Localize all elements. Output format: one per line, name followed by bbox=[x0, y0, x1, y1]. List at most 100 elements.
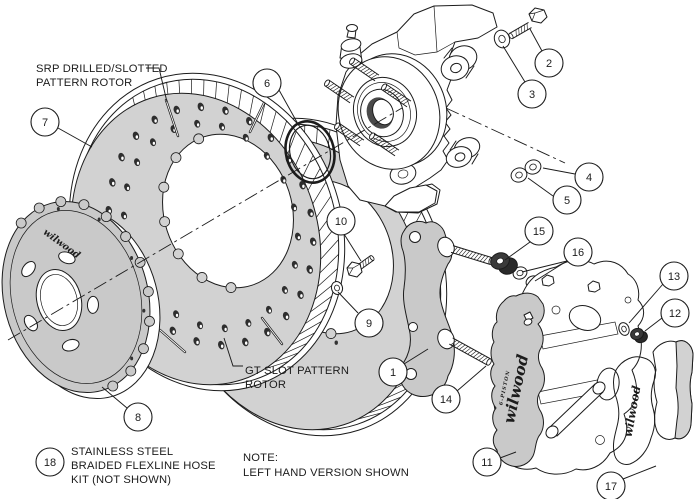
caliper-outer-plate bbox=[490, 292, 545, 467]
hub-assembly bbox=[324, 53, 448, 170]
legend-line: BRAIDED FLEXLINE HOSE bbox=[71, 460, 216, 472]
callout-leader bbox=[542, 167, 576, 175]
callout-leader bbox=[628, 283, 664, 324]
o-ring-outer bbox=[284, 120, 336, 184]
o-ring bbox=[284, 120, 336, 184]
srp-rotor-scalloped-edge bbox=[158, 133, 237, 293]
callout-circle bbox=[378, 357, 408, 387]
callout-18: 18 bbox=[35, 447, 65, 477]
callout-4: 4 bbox=[542, 162, 604, 192]
callout-7: 7 bbox=[30, 107, 93, 148]
callout-circle bbox=[252, 68, 282, 98]
callout-circle bbox=[517, 79, 547, 109]
callout-circle bbox=[524, 216, 554, 246]
steering-knuckle bbox=[324, 4, 498, 214]
caliper-bridge-bolt-2 bbox=[587, 280, 601, 293]
callout-number: 3 bbox=[529, 89, 535, 101]
callout-circle bbox=[660, 298, 690, 328]
legend-line: STAINLESS STEEL bbox=[71, 446, 173, 458]
callout-circle bbox=[596, 471, 626, 499]
hat-edge-holes bbox=[56, 206, 146, 361]
caliper-detail-hole-2 bbox=[595, 435, 605, 445]
callout-16: 16 bbox=[521, 237, 593, 282]
callout-circle bbox=[534, 48, 564, 78]
caliper-bracket bbox=[346, 220, 518, 397]
legend-item-18: STAINLESS STEEL BRAIDED FLEXLINE HOSE KI… bbox=[71, 446, 216, 486]
label-line: ROTOR bbox=[245, 379, 286, 391]
callout-circle bbox=[35, 447, 65, 477]
callout-number: 7 bbox=[42, 117, 48, 129]
callout-leader bbox=[521, 260, 568, 273]
bracket-stud-thread bbox=[450, 245, 494, 265]
bolt-shank bbox=[508, 21, 532, 40]
callout-number: 13 bbox=[668, 271, 680, 283]
bolt-head-facets bbox=[528, 9, 545, 22]
washers bbox=[330, 29, 542, 295]
srp-rotor-slots bbox=[103, 98, 284, 354]
hat-lug-slots bbox=[21, 251, 99, 352]
o-ring-inner bbox=[288, 124, 332, 180]
washer-item-4 bbox=[524, 159, 542, 175]
callout-5: 5 bbox=[527, 177, 582, 215]
callout-11: 11 bbox=[472, 447, 517, 477]
hub-bearing-ring bbox=[357, 82, 411, 142]
inner-pad-friction bbox=[674, 340, 694, 440]
callout-number: 11 bbox=[481, 457, 492, 469]
callout-leader bbox=[456, 365, 487, 392]
callout-leader bbox=[529, 28, 543, 52]
bracket-hole-mid bbox=[408, 322, 418, 332]
callout-number: 5 bbox=[564, 195, 570, 207]
callout-10: 10 bbox=[326, 206, 362, 262]
bolt-hex-head bbox=[528, 7, 548, 24]
callout-number: 6 bbox=[264, 78, 270, 90]
wheel-stud bbox=[334, 122, 365, 147]
callout-circle bbox=[472, 447, 502, 477]
callout-number: 1 bbox=[390, 367, 396, 379]
wheel-stud bbox=[349, 57, 380, 82]
caliper-bridge-window-1 bbox=[568, 305, 602, 331]
callout-leader bbox=[534, 260, 568, 282]
hub-bore bbox=[372, 98, 394, 126]
wheel-stud bbox=[369, 132, 400, 157]
callout-leader bbox=[499, 451, 517, 459]
callout-number: 18 bbox=[44, 457, 56, 469]
wheel-stud bbox=[381, 83, 412, 108]
bracket-stud-lower bbox=[437, 328, 492, 366]
callout-8: 8 bbox=[101, 386, 153, 432]
bolt-thread bbox=[508, 21, 532, 40]
crossover-washer bbox=[618, 322, 630, 336]
main-axis-centerline bbox=[7, 107, 403, 341]
callout-circle bbox=[326, 206, 356, 236]
callout-leader bbox=[502, 45, 526, 83]
callout-3: 3 bbox=[502, 45, 547, 109]
label-line: PATTERN ROTOR bbox=[36, 77, 132, 89]
callout-number: 9 bbox=[366, 318, 372, 330]
callout-number: 14 bbox=[440, 394, 452, 406]
caliper-detail-hole-1 bbox=[551, 305, 561, 315]
callout-leader bbox=[622, 465, 657, 480]
hat-scalloped-edge bbox=[15, 196, 155, 392]
note-title: NOTE: bbox=[243, 452, 278, 464]
caliper-crossover-tube bbox=[545, 381, 606, 439]
hat-center-bore-lip bbox=[40, 274, 78, 326]
callout-number: 2 bbox=[546, 58, 552, 70]
callout-circle bbox=[354, 308, 384, 338]
callout-1: 1 bbox=[378, 348, 429, 387]
callout-6: 6 bbox=[252, 68, 299, 125]
callout-leader bbox=[527, 177, 554, 197]
label-gt-rotor: GT SLOT PATTERN ROTOR bbox=[245, 365, 349, 391]
label-note: NOTE: LEFT HAND VERSION SHOWN bbox=[243, 452, 409, 479]
bleed-screw bbox=[523, 311, 534, 326]
spacer bbox=[490, 252, 518, 275]
callout-leader bbox=[337, 291, 359, 314]
callout-number: 17 bbox=[605, 481, 617, 493]
callout-leader bbox=[504, 241, 531, 261]
bracket-hole-top bbox=[409, 231, 421, 243]
knuckle-lower-mount-boss bbox=[445, 137, 481, 168]
callout-number: 12 bbox=[669, 308, 681, 320]
callout-12: 12 bbox=[644, 298, 690, 332]
callout-14: 14 bbox=[431, 365, 487, 414]
caliper-detail-hole-3 bbox=[624, 296, 632, 304]
